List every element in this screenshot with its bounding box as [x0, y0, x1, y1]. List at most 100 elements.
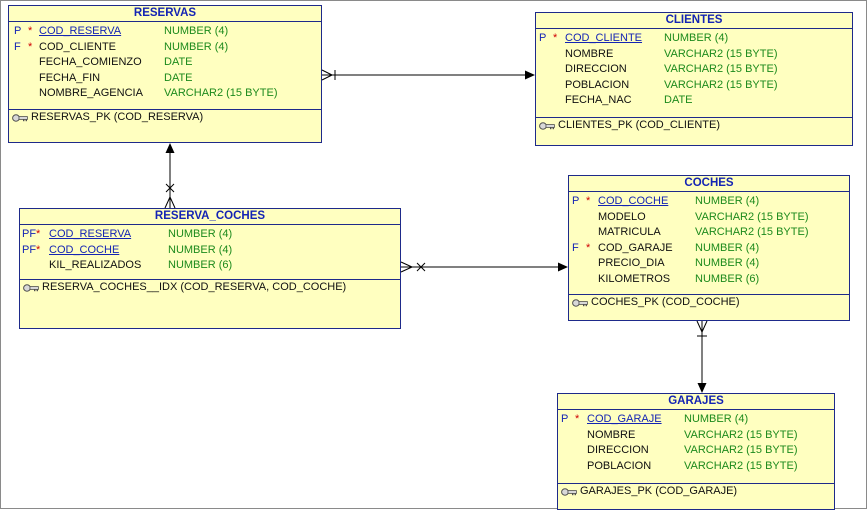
entity-title: RESERVA_COCHES	[20, 209, 400, 225]
column-name: POBLACION	[565, 78, 630, 91]
column-type: VARCHAR2 (15 BYTE)	[684, 459, 798, 472]
entity-title: COCHES	[569, 176, 849, 192]
key-list: RESERVAS_PK (COD_RESERVA)	[9, 109, 321, 125]
relationship-reserva-coches-to-coches[interactable]	[400, 261, 568, 273]
key-label: RESERVA_COCHES__IDX (COD_RESERVA, COD_CO…	[42, 281, 347, 293]
entity-coches[interactable]: COCHES P * COD_COCHE NUMBER (4) MODELO VARCHAR…	[568, 175, 850, 321]
column-type: DATE	[164, 56, 193, 69]
column-type: VARCHAR2 (15 BYTE)	[164, 87, 278, 100]
column-name: NOMBRE	[565, 47, 614, 60]
column-type: NUMBER (4)	[695, 241, 760, 254]
column-flags: F	[14, 40, 21, 53]
column-type: NUMBER (4)	[695, 195, 760, 207]
column-type: NUMBER (6)	[695, 272, 760, 285]
relationship-reservas-to-clientes[interactable]	[321, 69, 535, 81]
column-row: FECHA_NAC DATE	[536, 93, 852, 109]
mandatory-marker: *	[575, 413, 580, 425]
column-type: NUMBER (4)	[695, 257, 760, 270]
entity-title: RESERVAS	[9, 6, 321, 22]
column-name: COD_CLIENTE	[565, 32, 643, 44]
column-flags: P	[539, 32, 547, 44]
column-name: COD_COCHE	[49, 243, 120, 256]
column-type: VARCHAR2 (15 BYTE)	[664, 47, 778, 60]
column-flags: PF	[22, 243, 37, 256]
relationship-coches-to-garajes[interactable]	[696, 320, 708, 393]
column-name: DIRECCION	[587, 444, 649, 457]
key-row: COCHES_PK (COD_COCHE)	[569, 295, 849, 310]
column-row: PF* COD_COCHE NUMBER (4)	[20, 243, 400, 259]
column-type: NUMBER (4)	[168, 243, 233, 256]
key-icon	[539, 122, 555, 130]
column-name: FECHA_NAC	[565, 94, 632, 107]
column-type: NUMBER (4)	[164, 25, 229, 37]
key-row: RESERVAS_PK (COD_RESERVA)	[9, 110, 321, 125]
column-name: DIRECCION	[565, 63, 627, 76]
column-name: FECHA_COMIENZO	[39, 56, 142, 69]
key-list: COCHES_PK (COD_COCHE)	[569, 294, 849, 310]
column-name: NOMBRE	[587, 428, 636, 441]
column-row: NOMBRE VARCHAR2 (15 BYTE)	[558, 428, 834, 444]
key-label: COCHES_PK (COD_COCHE)	[591, 296, 740, 308]
column-name: COD_RESERVA	[49, 228, 132, 240]
key-list: CLIENTES_PK (COD_CLIENTE)	[536, 117, 852, 133]
column-name: COD_GARAJE	[587, 413, 662, 425]
column-type: VARCHAR2 (15 BYTE)	[684, 444, 798, 457]
column-type: NUMBER (4)	[164, 40, 229, 53]
column-type: VARCHAR2 (15 BYTE)	[664, 78, 778, 91]
column-name: KILOMETROS	[598, 272, 671, 285]
column-name: FECHA_FIN	[39, 71, 101, 84]
column-type: NUMBER (4)	[168, 228, 233, 240]
key-row: RESERVA_COCHES__IDX (COD_RESERVA, COD_CO…	[20, 280, 400, 295]
relationship-reserva-coches-to-reservas[interactable]	[164, 143, 176, 209]
column-name: COD_COCHE	[598, 195, 669, 207]
column-flags: P	[561, 413, 569, 425]
column-type: VARCHAR2 (15 BYTE)	[664, 63, 778, 76]
column-type: DATE	[664, 94, 693, 107]
key-icon	[12, 114, 28, 122]
mandatory-marker: *	[586, 241, 591, 254]
key-row: GARAJES_PK (COD_GARAJE)	[558, 484, 834, 499]
column-name: MATRICULA	[598, 226, 661, 239]
column-type: VARCHAR2 (15 BYTE)	[684, 428, 798, 441]
column-row: KILOMETROS NUMBER (6)	[569, 272, 849, 288]
column-type: VARCHAR2 (15 BYTE)	[695, 226, 809, 239]
key-label: GARAJES_PK (COD_GARAJE)	[580, 485, 738, 497]
key-list: GARAJES_PK (COD_GARAJE)	[558, 483, 834, 499]
column-row: FECHA_COMIENZO DATE	[9, 55, 321, 71]
mandatory-marker: *	[36, 228, 41, 240]
entity-title: GARAJES	[558, 394, 834, 410]
column-row: DIRECCION VARCHAR2 (15 BYTE)	[536, 62, 852, 78]
column-type: VARCHAR2 (15 BYTE)	[695, 210, 809, 223]
column-name: POBLACION	[587, 459, 652, 472]
column-flags: P	[572, 195, 580, 207]
mandatory-marker: *	[28, 25, 33, 37]
key-row: CLIENTES_PK (COD_CLIENTE)	[536, 118, 852, 133]
column-name: KIL_REALIZADOS	[49, 259, 142, 272]
column-name: MODELO	[598, 210, 646, 223]
column-name: COD_GARAJE	[598, 241, 673, 254]
column-type: NUMBER (4)	[664, 32, 729, 44]
column-flags: P	[14, 25, 22, 37]
mandatory-marker: *	[36, 243, 41, 256]
key-label: RESERVAS_PK (COD_RESERVA)	[31, 111, 204, 123]
column-flags: PF	[22, 228, 37, 240]
column-type: NUMBER (6)	[168, 259, 233, 272]
column-row: KIL_REALIZADOS NUMBER (6)	[20, 258, 400, 274]
mandatory-marker: *	[28, 40, 33, 53]
